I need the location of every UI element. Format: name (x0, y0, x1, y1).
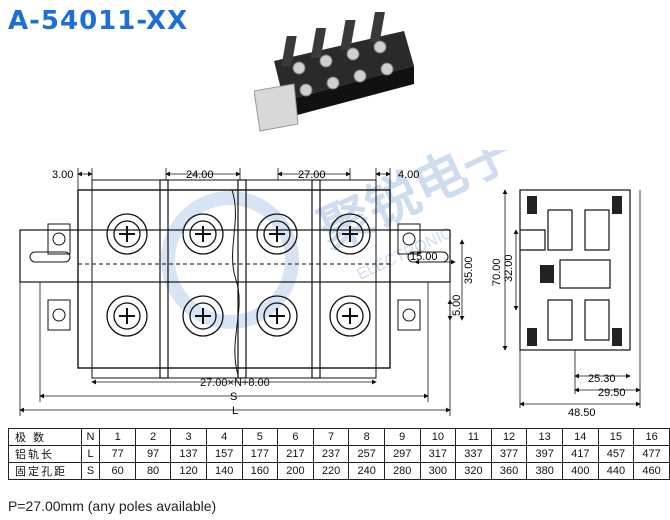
dim-overall-height: 70.00 (491, 258, 503, 286)
cell: 237 (312, 445, 350, 463)
cell: 7 (312, 428, 350, 446)
cell: 160 (241, 462, 279, 480)
dim-pitch-a: 24.00 (186, 169, 214, 181)
cell: 217 (277, 445, 314, 463)
cell: 337 (455, 445, 492, 463)
dim-top-left: 3.00 (52, 169, 73, 181)
cell: 16 (633, 428, 670, 446)
cell: 380 (526, 462, 563, 480)
row-key: L (80, 445, 101, 463)
cell: 177 (241, 445, 279, 463)
dim-center-height: 32.00 (503, 254, 515, 282)
cell: 320 (455, 462, 492, 480)
cell: 220 (312, 462, 350, 480)
cell: 13 (526, 428, 563, 446)
cell: 440 (597, 462, 635, 480)
product-photo (254, 12, 414, 132)
dim-pitch-b: 27.00 (298, 169, 326, 181)
cell: 9 (383, 428, 421, 446)
cell: 11 (455, 428, 492, 446)
cell: 14 (561, 428, 599, 446)
dim-side-b: 29.50 (598, 387, 626, 399)
cell: 120 (170, 462, 207, 480)
dim-top-right: 4.00 (398, 169, 419, 181)
dim-mount-slot: 15.00 (410, 251, 438, 263)
cell: 80 (134, 462, 172, 480)
cell: 460 (633, 462, 670, 480)
technical-drawing: 聚锐电子 ELECTRONIC (19, 150, 641, 419)
row-key: S (80, 462, 101, 480)
cell: 200 (277, 462, 314, 480)
dim-inner-height: 35.00 (463, 256, 475, 284)
cell: 257 (348, 445, 385, 463)
cell: 10 (419, 428, 457, 446)
dim-side-width: 48.50 (568, 407, 596, 419)
cell: 137 (170, 445, 207, 463)
cell: 4 (205, 428, 243, 446)
cell: 77 (99, 445, 136, 463)
cell: 15 (597, 428, 635, 446)
cell: 240 (348, 462, 385, 480)
cell: 400 (561, 462, 599, 480)
cell: 2 (134, 428, 172, 446)
cell: 280 (383, 462, 421, 480)
product-title: A-54011-XX (8, 6, 189, 36)
cell: 477 (633, 445, 670, 463)
cell: 97 (134, 445, 172, 463)
cell: 300 (419, 462, 457, 480)
cell: 377 (490, 445, 528, 463)
row-label: 铝轨长 (8, 445, 82, 463)
cell: 297 (383, 445, 421, 463)
cell: 1 (99, 428, 136, 446)
cell: 6 (277, 428, 314, 446)
row-key: N (80, 428, 101, 446)
cell: 417 (561, 445, 599, 463)
cell: 60 (99, 462, 136, 480)
dim-side-a: 25.30 (588, 373, 616, 385)
cell: 360 (490, 462, 528, 480)
row-label: 极 数 (8, 428, 82, 446)
cell: 5 (241, 428, 279, 446)
cell: 140 (205, 462, 243, 480)
dim-small-height: 5.00 (451, 295, 463, 316)
dim-span-l: L (232, 405, 238, 417)
cell: 12 (490, 428, 528, 446)
cell: 317 (419, 445, 457, 463)
row-label: 固定孔距 (8, 462, 82, 480)
cell: 457 (597, 445, 635, 463)
dim-span-s: S (230, 391, 237, 403)
cell: 8 (348, 428, 385, 446)
dim-formula: 27.00×N+8.00 (200, 377, 270, 389)
pitch-note: P=27.00mm (any poles available) (8, 498, 217, 514)
cell: 3 (170, 428, 207, 446)
cell: 397 (526, 445, 563, 463)
cell: 157 (205, 445, 243, 463)
